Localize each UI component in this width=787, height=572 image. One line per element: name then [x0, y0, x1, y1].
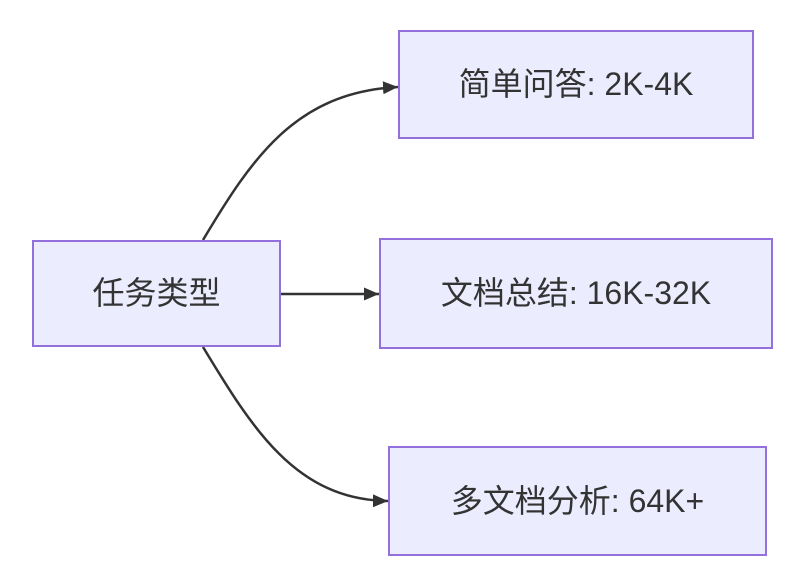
node-task-type-label: 任务类型 [92, 275, 221, 312]
edge-task-type-to-simple-qa [201, 81, 399, 241]
node-task-type: 任务类型 [32, 240, 281, 347]
node-multi-doc: 多文档分析: 64K+ [388, 446, 767, 556]
node-simple-qa-label: 简单问答: 2K-4K [458, 66, 694, 103]
node-simple-qa: 简单问答: 2K-4K [398, 30, 754, 139]
node-doc-summary-label: 文档总结: 16K-32K [440, 275, 712, 312]
edge-task-type-to-multi-doc [201, 346, 389, 508]
node-multi-doc-label: 多文档分析: 64K+ [450, 482, 705, 519]
node-doc-summary: 文档总结: 16K-32K [379, 238, 773, 349]
